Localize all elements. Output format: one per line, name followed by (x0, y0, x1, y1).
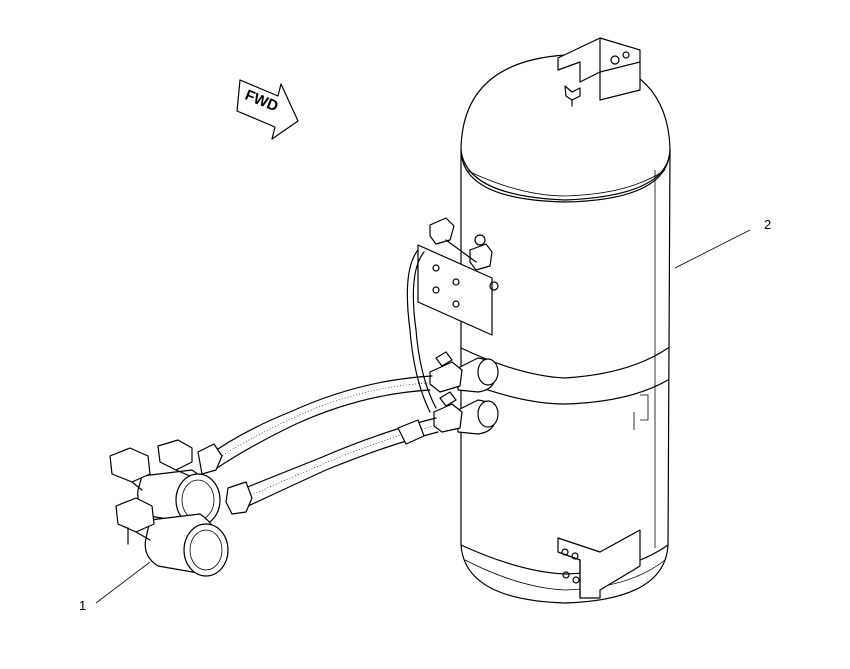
upper-filter-assembly (109, 439, 221, 527)
bottom-mount-bracket (557, 529, 641, 599)
valve-plate (417, 217, 499, 336)
fwd-arrow-icon: FWD (236, 79, 299, 140)
leader-line-2 (674, 229, 751, 269)
callout-2: 2 (764, 217, 771, 232)
upper-tank-fitting (429, 351, 499, 393)
lower-filter-assembly (115, 497, 229, 577)
upper-hose (197, 375, 433, 475)
lower-tank-fitting (433, 391, 499, 435)
callout-1: 1 (79, 598, 86, 613)
leader-line-1 (95, 561, 151, 604)
lower-hose (225, 417, 439, 515)
top-mount-bracket (557, 37, 641, 107)
